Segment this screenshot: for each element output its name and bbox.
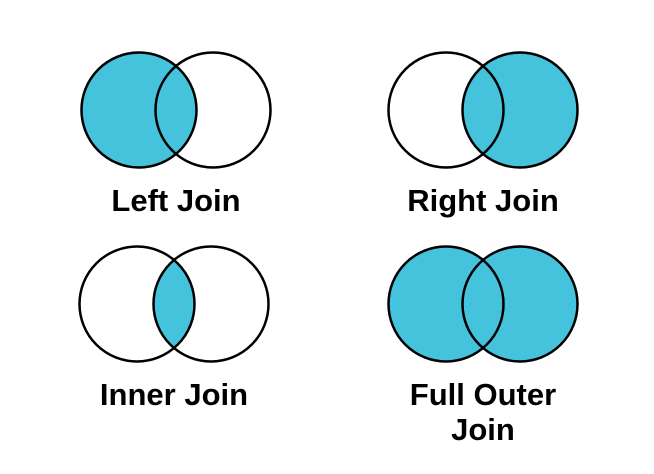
inner-join-venn-diagram	[76, 242, 272, 366]
inner-join-figure: Inner Join	[76, 242, 272, 412]
left-join-caption: Left Join	[111, 183, 241, 218]
right-join-venn-diagram	[385, 48, 581, 172]
right-join-caption: Right Join	[407, 183, 559, 218]
full-outer-join-figure: Full Outer Join	[385, 242, 581, 447]
left-join-venn-diagram	[78, 48, 274, 172]
right-join-figure: Right Join	[385, 48, 581, 218]
full-outer-join-venn-diagram	[385, 242, 581, 366]
inner-join-caption: Inner Join	[99, 377, 249, 412]
full-outer-join-caption: Full Outer Join	[409, 377, 557, 447]
left-join-figure: Left Join	[78, 48, 274, 218]
